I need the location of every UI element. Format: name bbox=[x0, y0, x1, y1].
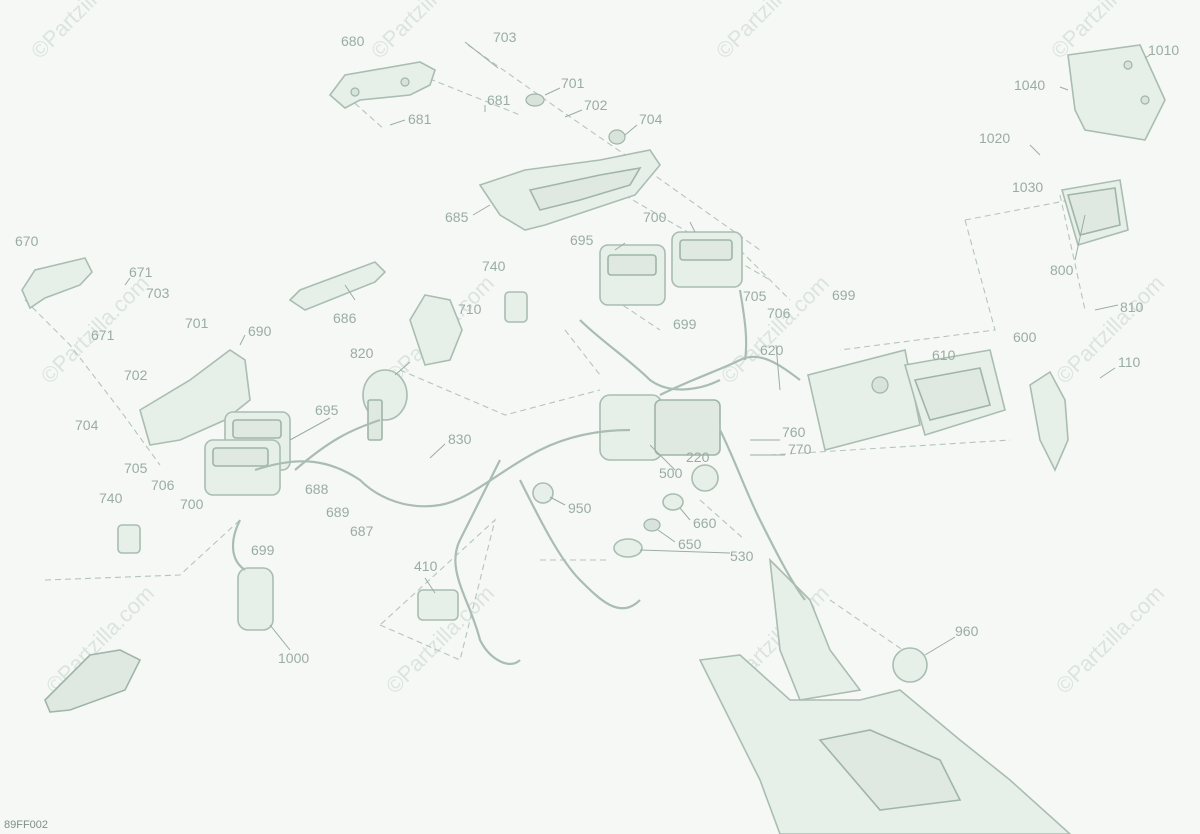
diagram-code: 89FF002 bbox=[4, 819, 48, 831]
callout-950: 950 bbox=[568, 500, 592, 516]
part-600-display bbox=[903, 349, 1006, 437]
part-686-handle bbox=[288, 261, 387, 311]
callout-500: 500 bbox=[659, 465, 683, 481]
part-1000-hand-control bbox=[44, 567, 274, 713]
callout-706: 706 bbox=[767, 305, 791, 321]
part-820-horn bbox=[362, 369, 408, 441]
callout-1000: 1000 bbox=[278, 650, 309, 666]
watermark: ©Partzilla.com bbox=[26, 0, 144, 64]
callout-688: 688 bbox=[305, 481, 329, 497]
callout-labels: 680 681 681 703 701 702 704 685 700 695 … bbox=[15, 29, 1179, 666]
callout-800: 800 bbox=[1050, 262, 1074, 278]
part-800-module bbox=[1060, 179, 1129, 246]
callout-699: 699 bbox=[251, 542, 275, 558]
callout-701: 701 bbox=[185, 315, 209, 331]
callout-1020: 1020 bbox=[979, 130, 1010, 146]
callout-740: 740 bbox=[482, 258, 506, 274]
part-685-bracket bbox=[478, 149, 661, 231]
part-710-cover bbox=[409, 294, 463, 366]
callout-695: 695 bbox=[315, 402, 339, 418]
callout-705: 705 bbox=[124, 460, 148, 476]
part-1010-bracket bbox=[1067, 44, 1166, 141]
assembly-guide-lines bbox=[24, 44, 1086, 661]
callout-695: 695 bbox=[570, 232, 594, 248]
callout-740: 740 bbox=[99, 490, 123, 506]
callout-705: 705 bbox=[743, 288, 767, 304]
callout-703: 703 bbox=[493, 29, 517, 45]
callout-702: 702 bbox=[584, 97, 608, 113]
watermark: ©Partzilla.com bbox=[711, 0, 829, 64]
part-670-bracket bbox=[21, 257, 93, 310]
part-410-holder bbox=[417, 589, 459, 621]
callout-701: 701 bbox=[561, 75, 585, 91]
callout-1030: 1030 bbox=[1012, 179, 1043, 195]
part-110-bracket bbox=[1029, 370, 1069, 472]
watermark: ©Partzilla.com bbox=[716, 270, 834, 388]
part-680-bracket bbox=[328, 61, 436, 109]
callout-670: 670 bbox=[15, 233, 39, 249]
callout-810: 810 bbox=[1120, 299, 1144, 315]
watermark: ©Partzilla.com bbox=[1051, 580, 1169, 698]
callout-610: 610 bbox=[932, 347, 956, 363]
part-530-socket bbox=[613, 538, 643, 558]
callout-530: 530 bbox=[730, 548, 754, 564]
part-700-left-switch bbox=[204, 439, 281, 496]
callout-704: 704 bbox=[639, 111, 663, 127]
part-960-plug bbox=[892, 647, 928, 683]
callout-687: 687 bbox=[350, 523, 374, 539]
callout-689: 689 bbox=[326, 504, 350, 520]
part-220-sensor bbox=[691, 464, 719, 492]
wiring-harness bbox=[232, 289, 806, 666]
part-740-left-switch bbox=[117, 524, 141, 554]
part-650-seal bbox=[643, 518, 661, 532]
part-660-plug bbox=[662, 493, 684, 511]
callout-770: 770 bbox=[788, 441, 812, 457]
part-700-switch-housing bbox=[671, 231, 743, 288]
callout-680: 680 bbox=[341, 33, 365, 49]
callout-600: 600 bbox=[1013, 329, 1037, 345]
part-703-bolt bbox=[464, 41, 499, 69]
frame-section bbox=[698, 557, 1072, 834]
callout-685: 685 bbox=[445, 209, 469, 225]
callout-410: 410 bbox=[414, 558, 438, 574]
callout-704: 704 bbox=[75, 417, 99, 433]
callout-700: 700 bbox=[180, 496, 204, 512]
callout-650: 650 bbox=[678, 536, 702, 552]
callout-686: 686 bbox=[333, 310, 357, 326]
callout-830: 830 bbox=[448, 431, 472, 447]
callout-660: 660 bbox=[693, 515, 717, 531]
callout-699: 699 bbox=[832, 287, 856, 303]
leader-lines bbox=[124, 54, 1151, 656]
callout-706: 706 bbox=[151, 477, 175, 493]
part-740-switch bbox=[504, 291, 528, 323]
callout-702: 702 bbox=[124, 367, 148, 383]
callout-710: 710 bbox=[458, 301, 482, 317]
part-950-relay bbox=[532, 482, 554, 504]
callout-1040: 1040 bbox=[1014, 77, 1045, 93]
callout-703: 703 bbox=[146, 285, 170, 301]
part-690-bracket bbox=[139, 349, 251, 446]
callout-681: 681 bbox=[408, 111, 432, 127]
callout-110: 110 bbox=[1118, 354, 1141, 370]
callout-671: 671 bbox=[129, 264, 153, 280]
callout-820: 820 bbox=[350, 345, 374, 361]
callout-700: 700 bbox=[643, 209, 667, 225]
part-701-nut bbox=[525, 93, 545, 107]
part-704-grommet bbox=[608, 129, 626, 145]
callout-1010: 1010 bbox=[1148, 42, 1179, 58]
part-500-controller bbox=[599, 394, 721, 461]
watermark: ©Partzilla.com bbox=[366, 0, 484, 64]
callout-220: 220 bbox=[686, 449, 710, 465]
callout-699: 699 bbox=[673, 316, 697, 332]
callout-960: 960 bbox=[955, 623, 979, 639]
part-695-switch-housing bbox=[599, 244, 666, 306]
callout-671: 671 bbox=[91, 327, 115, 343]
callout-690: 690 bbox=[248, 323, 272, 339]
callout-681: 681 bbox=[487, 92, 511, 108]
callout-760: 760 bbox=[782, 424, 806, 440]
callout-620: 620 bbox=[760, 342, 784, 358]
part-610-cluster-housing bbox=[807, 349, 921, 451]
